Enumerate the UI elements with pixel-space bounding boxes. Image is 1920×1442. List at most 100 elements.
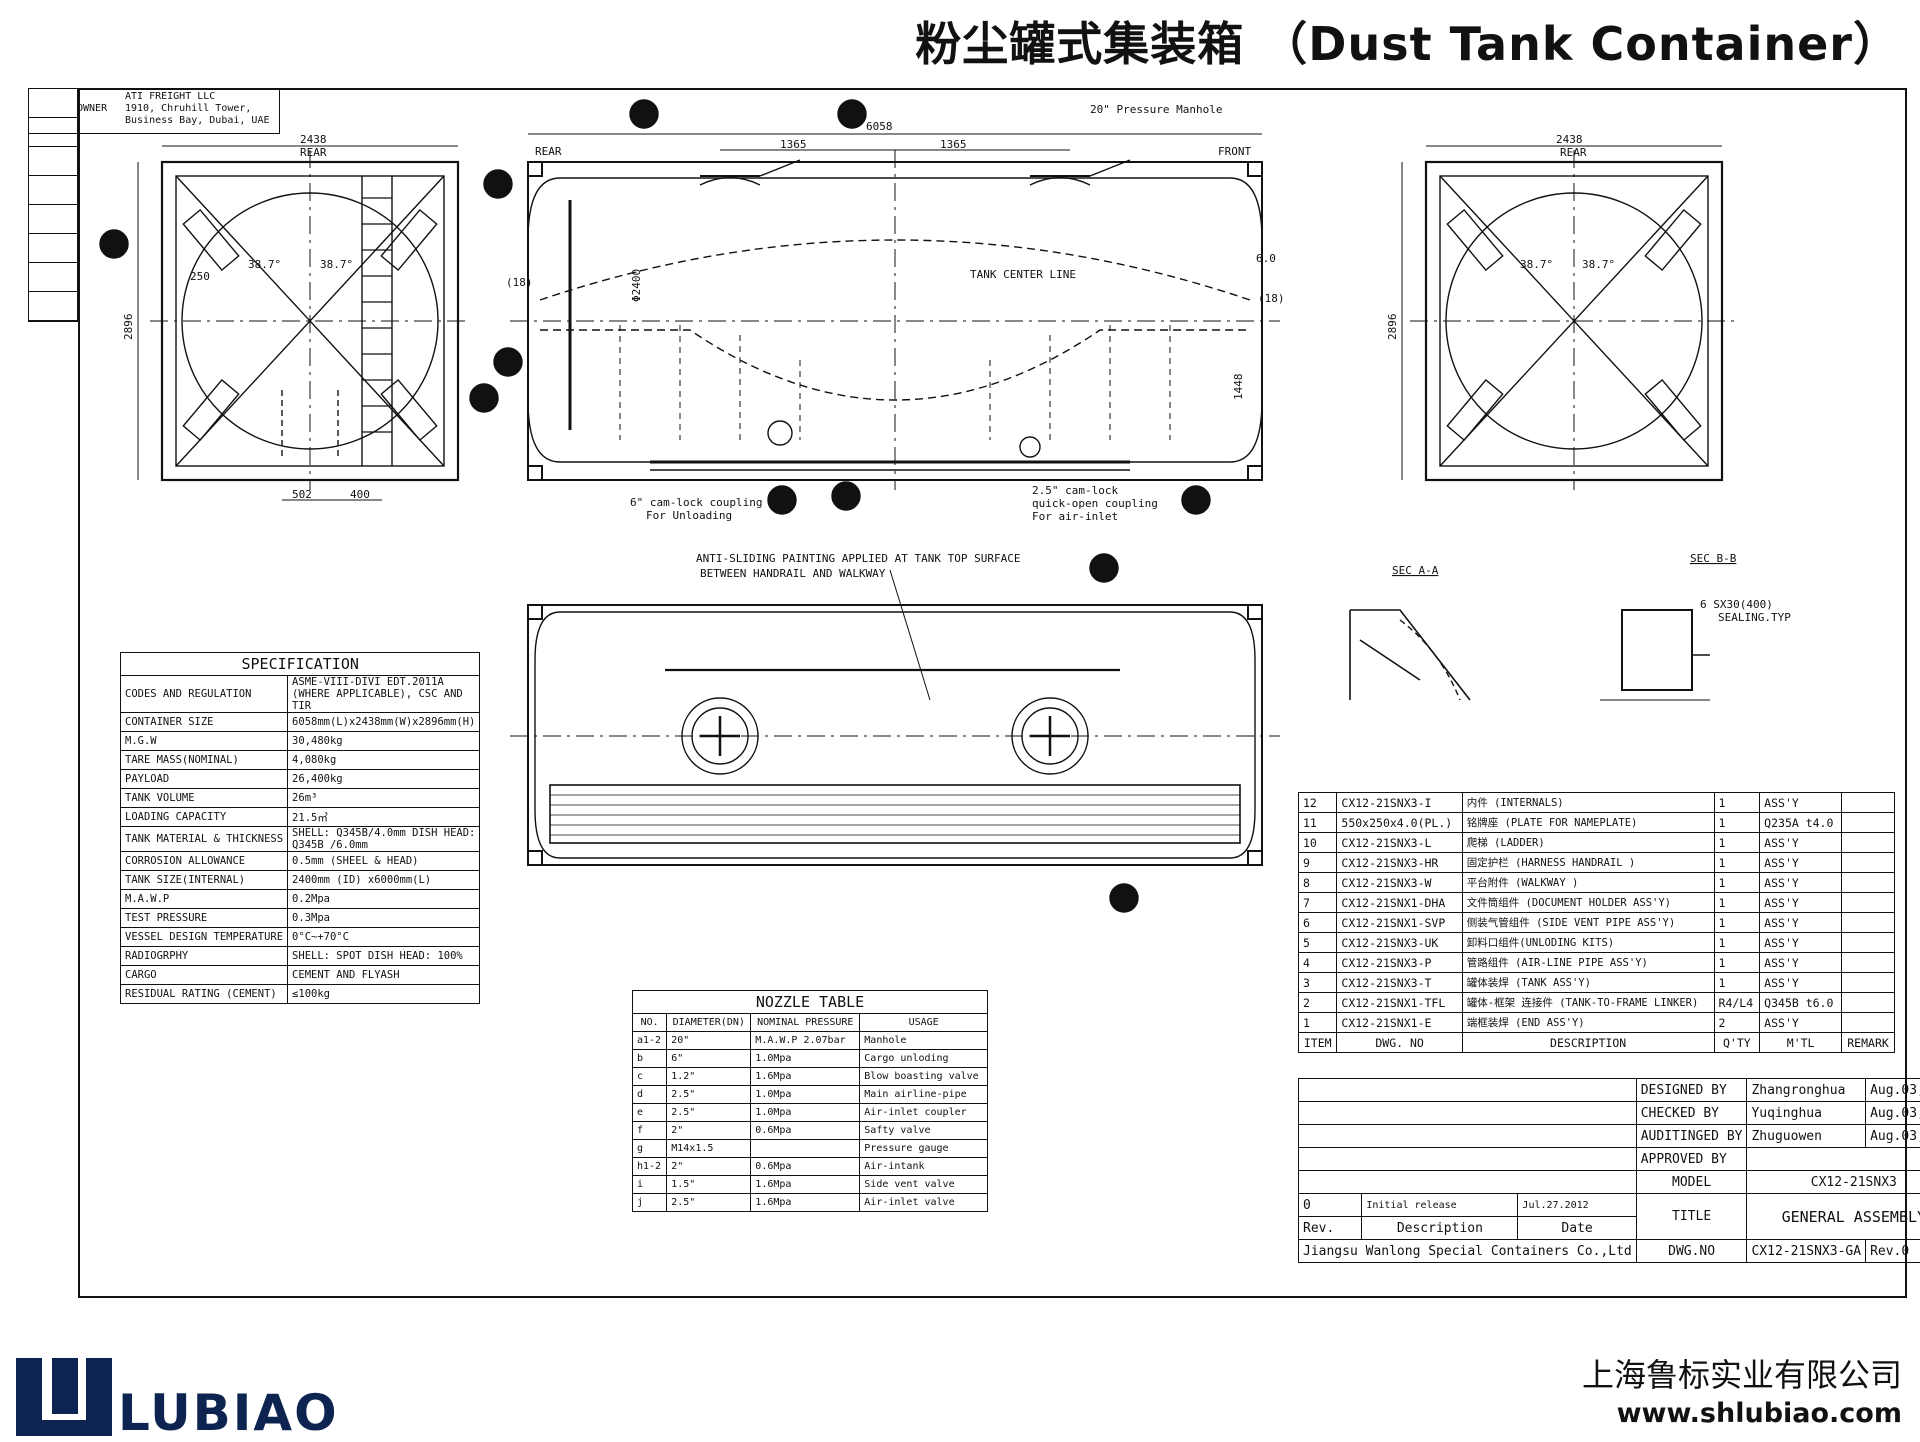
parts-cell: 管路组件 (AIR-LINE PIPE ASS'Y)	[1461, 952, 1715, 973]
parts-header: DESCRIPTION	[1461, 1032, 1715, 1053]
title-value: GENERAL ASSEMBLY	[1746, 1193, 1920, 1240]
spec-label: CODES AND REGULATION	[119, 675, 289, 713]
parts-cell	[1841, 952, 1895, 973]
audited-by-label: AUDITINGED BY	[1635, 1124, 1748, 1148]
nozzle-cell: 2"	[666, 1121, 752, 1140]
spec-label: PAYLOAD	[119, 769, 289, 789]
title-label: TITLE	[1635, 1193, 1748, 1240]
front-width-dim: 2438	[1556, 133, 1583, 146]
nozzle-cell: Pressure gauge	[859, 1139, 988, 1158]
spec-value: CEMENT AND FLYASH	[287, 965, 481, 985]
parts-cell: 罐体装焊 (TANK ASS'Y)	[1461, 972, 1715, 993]
callout-4: 4	[841, 487, 851, 506]
nozzle-cell: Main airline-pipe	[859, 1085, 988, 1104]
spec-label: TEST PRESSURE	[119, 908, 289, 928]
spec-value: SHELL: SPOT DISH HEAD: 100%	[287, 946, 481, 966]
spec-label: TANK MATERIAL & THICKNESS	[119, 826, 289, 852]
parts-cell	[1841, 972, 1895, 993]
logo-text: LUBIAO	[118, 1384, 339, 1442]
parts-cell: ASS'Y	[1759, 972, 1843, 993]
parts-cell	[1841, 892, 1895, 913]
parts-cell: CX12-21SNX1-E	[1336, 1012, 1463, 1033]
parts-cell: 3	[1297, 972, 1338, 993]
spec-value: 6058mm(L)x2438mm(W)x2896mm(H)	[287, 712, 481, 732]
nozzle-cell: 0.6Mpa	[750, 1157, 861, 1176]
dim-502: 502	[292, 488, 312, 501]
nozzle-header: NO.	[631, 1013, 668, 1032]
dim-400: 400	[350, 488, 370, 501]
callout-balloons	[99, 99, 1211, 913]
nozzle-cell: 1.6Mpa	[750, 1067, 861, 1086]
parts-cell	[1841, 792, 1895, 813]
nozzle-cell: 20"	[666, 1031, 752, 1050]
parts-cell: R4/L4	[1713, 992, 1761, 1013]
owner-name: ATI FREIGHT LLC	[125, 91, 216, 102]
spec-label: TANK SIZE(INTERNAL)	[119, 870, 289, 890]
parts-cell: 5	[1297, 932, 1338, 953]
nozzle-cell: 1.2"	[666, 1067, 752, 1086]
parts-cell: 4	[1297, 952, 1338, 973]
parts-cell: Q345B t6.0	[1759, 992, 1843, 1013]
designed-by-label: DESIGNED BY	[1635, 1078, 1748, 1102]
nozzle-cell: d	[631, 1085, 668, 1104]
parts-cell: 2	[1297, 992, 1338, 1013]
nozzle-cell: 1.0Mpa	[750, 1049, 861, 1068]
parts-header: DWG. NO	[1336, 1032, 1463, 1053]
parts-cell: CX12-21SNX1-DHA	[1336, 892, 1463, 913]
callout-10: 10	[474, 389, 494, 408]
nozzle-cell: Air-intank	[859, 1157, 988, 1176]
parts-cell: 1	[1713, 952, 1761, 973]
parts-cell: 2	[1713, 1012, 1761, 1033]
parts-cell: 1	[1713, 892, 1761, 913]
parts-cell: 罐体-框架 连接件 (TANK-TO-FRAME LINKER)	[1461, 992, 1715, 1013]
front-height-dim: 2896	[1386, 314, 1399, 341]
date-label: Date	[1517, 1216, 1637, 1240]
air-note-2: quick-open coupling	[1032, 497, 1158, 510]
manhole-spacing-left: 1365	[780, 138, 807, 151]
nozzle-table: NOZZLE TABLE NO.DIAMETER(DN)NOMINAL PRES…	[631, 990, 988, 1212]
parts-cell	[1841, 932, 1895, 953]
front-end-view	[1401, 145, 1740, 490]
model-label: MODEL	[1635, 1170, 1748, 1194]
air-note-3: For air-inlet	[1032, 510, 1118, 523]
parts-cell	[1841, 992, 1895, 1013]
dim-6: 6.0	[1256, 252, 1276, 265]
nozzle-cell: 1.0Mpa	[750, 1085, 861, 1104]
nozzle-cell: e	[631, 1103, 668, 1122]
spec-value: 21.5㎥	[287, 807, 481, 827]
nozzle-cell: c	[631, 1067, 668, 1086]
nozzle-cell: Blow boasting valve	[859, 1067, 988, 1086]
spec-label: TANK VOLUME	[119, 788, 289, 808]
nozzle-cell: 1.5"	[666, 1175, 752, 1194]
parts-cell: 7	[1297, 892, 1338, 913]
section-b-label: SEC B-B	[1690, 552, 1737, 565]
parts-cell: 端框装焊 (END ASS'Y)	[1461, 1012, 1715, 1033]
dim-250: 250	[190, 270, 210, 283]
side-rear-label: REAR	[535, 145, 562, 158]
nozzle-cell: 1.6Mpa	[750, 1175, 861, 1194]
parts-cell	[1841, 832, 1895, 853]
nozzle-cell: j	[631, 1193, 668, 1212]
spec-value: 0.2Mpa	[287, 889, 481, 909]
parts-cell: 550x250x4.0(PL.)	[1336, 812, 1463, 833]
parts-cell: ASS'Y	[1759, 1012, 1843, 1033]
parts-cell: 卸料口组件(UNLODING KITS)	[1461, 932, 1715, 953]
spec-value: 0.3Mpa	[287, 908, 481, 928]
parts-cell: CX12-21SNX3-T	[1336, 972, 1463, 993]
section-b-note: 6 SX30(400)	[1700, 598, 1773, 611]
nozzle-header: NOMINAL PRESSURE	[750, 1013, 861, 1032]
